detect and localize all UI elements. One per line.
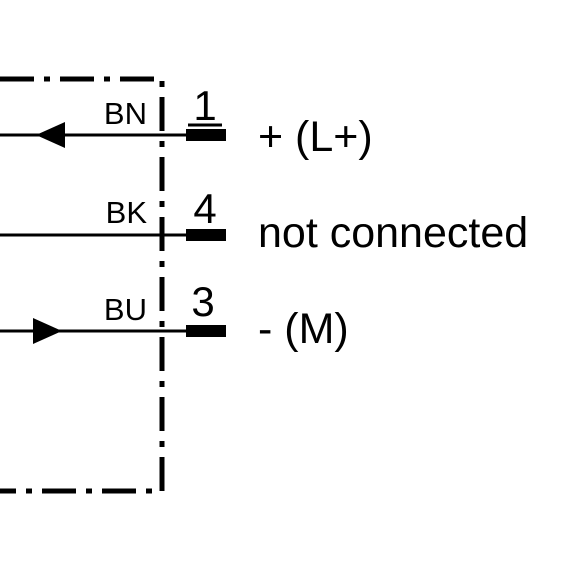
signal-label: not connected (258, 209, 528, 257)
connection-row-2: BK 4 not connected (0, 185, 528, 257)
arrow-left-icon (36, 122, 65, 148)
connection-row-1: BN 1 + (L+) (0, 82, 373, 161)
pin-terminal (186, 229, 226, 241)
wire-color-label: BK (106, 195, 148, 230)
signal-label: - (M) (258, 305, 349, 353)
device-boundary (0, 76, 165, 494)
arrow-right-icon (33, 318, 62, 344)
wire-color-label: BN (104, 96, 147, 131)
pin-number: 1 (193, 82, 216, 129)
connection-row-3: BU 3 - (M) (0, 278, 349, 353)
pin-terminal (186, 325, 226, 337)
signal-label: + (L+) (258, 113, 373, 161)
pin-number: 4 (193, 185, 216, 232)
pin-terminal (186, 129, 226, 141)
pin-number: 3 (191, 278, 214, 325)
wire-color-label: BU (104, 292, 147, 327)
